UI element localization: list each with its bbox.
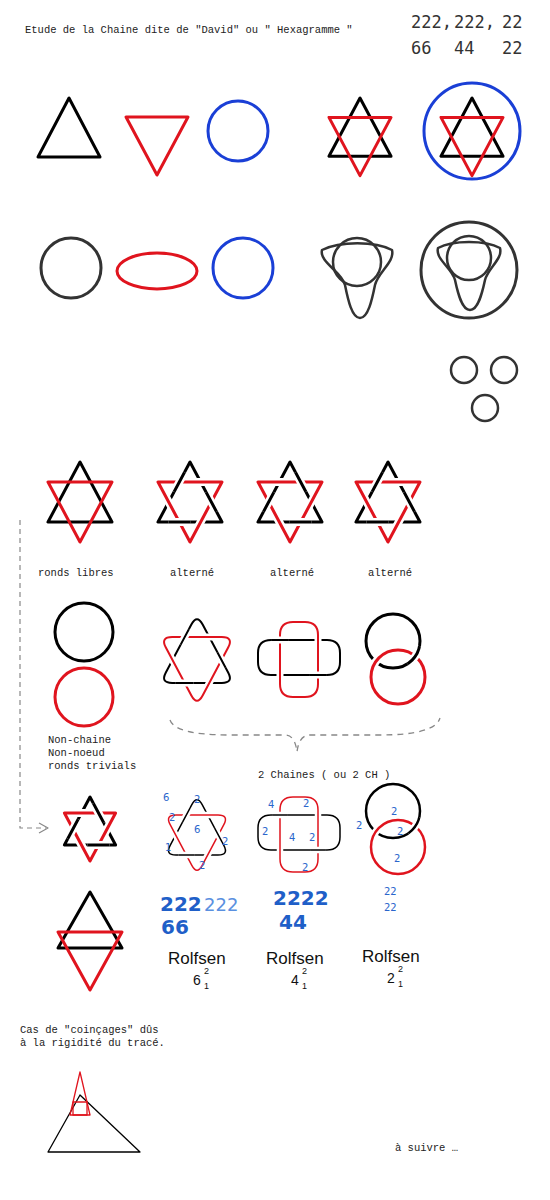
hexagram <box>329 98 391 176</box>
crossing-total: 22 <box>502 38 522 59</box>
rolfsen-name: Rolfsen <box>168 948 226 969</box>
crossing-number: 2 <box>397 826 403 839</box>
rolfsen-number: 2 <box>204 966 209 977</box>
crossing-code: 44 <box>279 911 307 933</box>
rolfsen-number: 4 <box>291 972 299 990</box>
title: Etude de la Chaine dite de "David" ou " … <box>25 24 353 37</box>
crossing-number: 2 <box>169 812 175 825</box>
rolfsen-number: 2 <box>302 966 307 977</box>
crossing-code: 22 <box>384 886 397 899</box>
note-label: à suivre … <box>395 1142 458 1155</box>
caption-label: ronds libres <box>38 567 114 580</box>
knot-drawings <box>48 98 503 874</box>
crossing-number: 2 <box>194 794 200 807</box>
crossing-code: 22 <box>384 902 397 915</box>
crossing-number: 2 <box>309 832 315 845</box>
crossing-number: 2 <box>391 806 397 819</box>
note-label: Cas de "coinçages" dûs à la rigidité du … <box>20 1024 168 1050</box>
crossing-total: 44 <box>454 38 474 59</box>
crossing-number: 1 <box>165 842 171 855</box>
basic-shapes <box>20 83 520 1152</box>
rolfsen-number: 2 <box>387 970 395 988</box>
link-drawing <box>258 462 322 542</box>
crossing-code: 2222 <box>273 887 329 909</box>
hexagram <box>441 98 503 176</box>
crossing-number: 4 <box>268 799 274 812</box>
rolfsen-number: 1 <box>204 981 209 992</box>
rolfsen-number: 6 <box>193 972 201 990</box>
crossing-number: 2 <box>303 798 309 811</box>
crossing-number: 2 <box>394 853 400 866</box>
rolfsen-number: 2 <box>398 964 403 975</box>
crossing-number: 2 <box>356 820 362 833</box>
link-drawing <box>366 784 425 874</box>
crossing-sum: 222, <box>411 12 452 33</box>
crossing-number: 6 <box>163 792 169 805</box>
link-drawing <box>164 619 230 700</box>
crossing-number: 2 <box>199 860 205 873</box>
link-drawing <box>169 800 226 870</box>
link-drawing <box>258 622 340 697</box>
caption-label: alterné <box>270 567 314 580</box>
caption-label: alterné <box>368 567 412 580</box>
caption-label: alterné <box>170 567 214 580</box>
crossing-code: 222 <box>160 893 202 915</box>
link-drawing <box>366 614 425 704</box>
rolfsen-number: 1 <box>398 979 403 990</box>
crossing-number: 6 <box>194 824 200 837</box>
crossing-code: 222 <box>204 895 238 915</box>
rolfsen-name: Rolfsen <box>266 948 324 969</box>
crossing-sum: 22 <box>502 12 522 33</box>
crossing-number: 4 <box>289 832 295 845</box>
link-drawing <box>258 797 340 872</box>
crossing-number: 2 <box>222 836 228 849</box>
link-drawing <box>158 462 222 542</box>
link-drawing <box>64 797 115 861</box>
rolfsen-number: 1 <box>302 981 307 992</box>
caption-label: 2 Chaines ( ou 2 CH ) <box>258 769 390 782</box>
crossing-total: 66 <box>411 38 431 59</box>
crossing-sum: 222, <box>454 12 495 33</box>
crossing-number: 2 <box>302 862 308 875</box>
caption-label: Non-chaine Non-noeud ronds trivials <box>48 734 140 773</box>
crossing-code: 66 <box>161 916 189 938</box>
crossing-number: 2 <box>262 826 268 839</box>
rolfsen-name: Rolfsen <box>362 946 420 967</box>
link-drawing <box>356 462 420 542</box>
hexagram <box>48 462 112 542</box>
